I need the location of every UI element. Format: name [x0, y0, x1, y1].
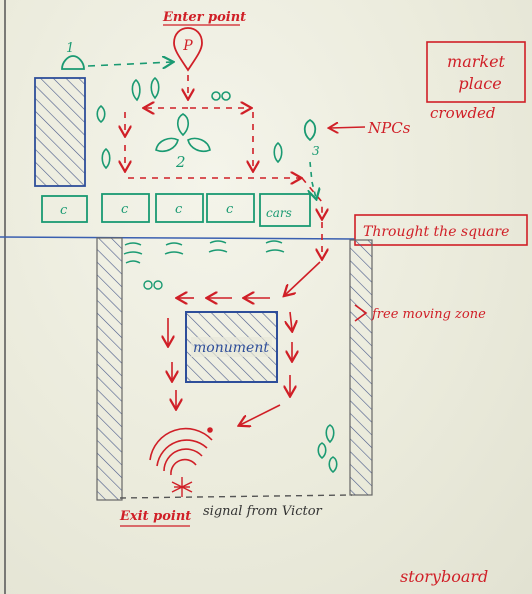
crowd-noise-waves — [123, 240, 285, 290]
left-building — [34, 77, 86, 187]
signal-icon — [149, 427, 213, 476]
square-left-wall — [96, 237, 123, 501]
npc-1-icon — [61, 55, 85, 70]
monument-label-bg — [191, 337, 272, 357]
npc-1-number: 1 — [66, 41, 74, 56]
player-pin-icon — [173, 27, 203, 72]
npc-3-icon — [303, 118, 317, 142]
square-right-wall — [349, 239, 373, 496]
npc-3-path-arrow — [310, 161, 316, 198]
car-2-label: c — [121, 202, 129, 217]
square-bottom-edge — [119, 494, 353, 499]
square-npc-icons — [317, 424, 338, 474]
enter-point-label: Enter point — [162, 10, 246, 25]
npc-1-path-arrow — [87, 62, 172, 66]
exit-point-label: Exit point — [119, 509, 191, 524]
market-place-label-1: market — [447, 52, 506, 71]
cars-row — [41, 193, 311, 227]
npcs-label: NPCs — [367, 119, 411, 137]
npcs-pointer-arrow — [330, 127, 366, 128]
red-path-square — [168, 261, 321, 433]
player-marker-label: P — [182, 38, 193, 54]
monument-label: monument — [193, 340, 269, 356]
npc-crowd-icons — [96, 76, 283, 170]
storyboard-label: storyboard — [400, 567, 488, 586]
npc-3-number: 3 — [312, 144, 320, 158]
through-square-label: Throught the square — [363, 224, 509, 240]
market-place-label-2: place — [458, 74, 501, 93]
signal-from-victor-label: signal from Victor — [203, 504, 323, 519]
through-square-box — [354, 214, 528, 246]
victor-signal-star-icon — [171, 477, 193, 497]
npc-2-number: 2 — [175, 153, 186, 171]
free-zone-pointer — [354, 304, 368, 322]
free-moving-zone-label: free moving zone — [371, 307, 486, 322]
crowded-label: crowded — [430, 104, 496, 122]
car-4-label: c — [226, 202, 234, 217]
cars-label: cars — [266, 206, 292, 220]
car-3-label: c — [175, 202, 183, 217]
red-path-top — [125, 75, 322, 258]
car-1-label: c — [60, 203, 68, 218]
market-place-box — [426, 41, 526, 103]
divider-line — [0, 236, 356, 240]
